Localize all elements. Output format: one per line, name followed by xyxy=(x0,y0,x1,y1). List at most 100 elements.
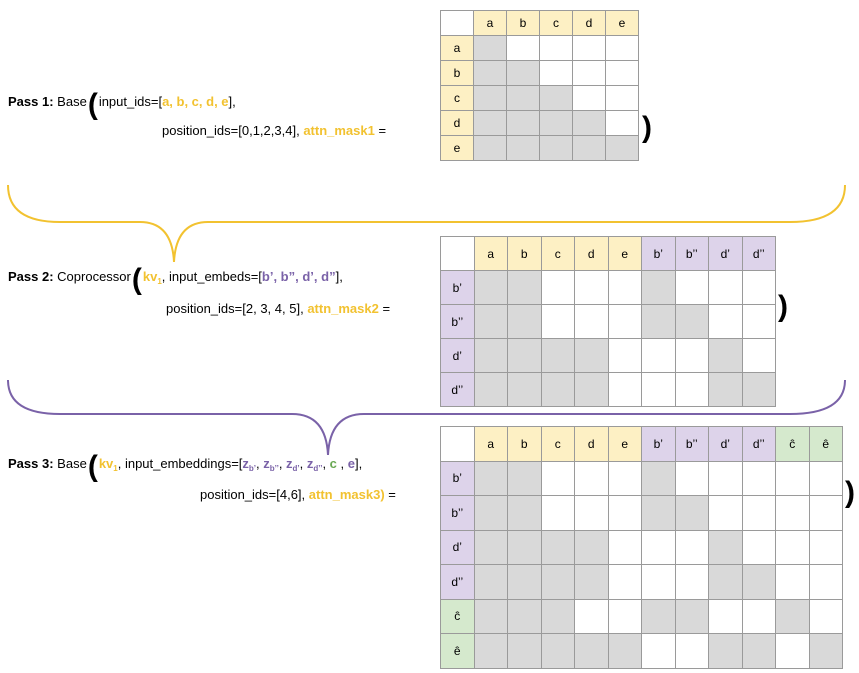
masked-cell xyxy=(506,110,540,136)
masked-cell xyxy=(507,372,542,407)
masked-cell xyxy=(674,304,709,339)
open-cell xyxy=(775,495,810,531)
row-header: a xyxy=(440,35,474,61)
open-cell xyxy=(506,35,540,61)
masked-cell xyxy=(741,633,776,669)
masked-cell xyxy=(473,633,508,669)
open-cell xyxy=(741,460,776,496)
open-cell xyxy=(607,372,642,407)
masked-cell xyxy=(507,304,542,339)
pass3-eq: = xyxy=(388,487,396,502)
masked-cell xyxy=(708,633,743,669)
row-header: d’ xyxy=(440,529,475,565)
open-cell xyxy=(775,633,810,669)
open-cell xyxy=(775,460,810,496)
pass2-label: Pass 2: xyxy=(8,269,54,284)
column-header: c xyxy=(540,426,575,462)
pass1-line2: position_ids=[0,1,2,3,4], attn_mask1 = xyxy=(162,122,386,140)
open-cell xyxy=(775,564,810,600)
masked-cell xyxy=(473,564,508,600)
masked-cell xyxy=(539,85,573,111)
pass3-arg2: position_ids=[4,6], xyxy=(200,487,306,502)
pass2-arg1-prefix: , input_embeds=[ xyxy=(161,269,262,284)
pass1-mask-name: attn_mask1 xyxy=(303,123,375,138)
corner-cell xyxy=(440,10,474,36)
pass2-kv: kv1 xyxy=(142,269,162,286)
masked-cell xyxy=(473,35,507,61)
yellow-brace xyxy=(7,184,846,263)
open-cell xyxy=(741,598,776,634)
column-header: d xyxy=(574,236,609,271)
pass3-arg1-suffix: ], xyxy=(354,456,363,471)
open-cell xyxy=(674,338,709,373)
pass1-label: Pass 1: xyxy=(8,94,54,109)
masked-cell xyxy=(741,564,776,600)
open-cell xyxy=(574,598,609,634)
pass3-z-token-3: zd’’ xyxy=(306,456,323,473)
open-cell xyxy=(607,529,642,565)
row-header: e xyxy=(440,135,474,161)
pass2-eq: = xyxy=(382,301,391,316)
masked-cell xyxy=(473,60,507,86)
masked-cell xyxy=(574,564,609,600)
open-cell xyxy=(641,529,676,565)
pass1-arg1-prefix: input_ids=[ xyxy=(98,94,163,109)
pass1-arg1-suffix: ], xyxy=(228,94,236,109)
open-cell xyxy=(605,85,639,111)
open-cell xyxy=(808,564,843,600)
open-cell xyxy=(607,338,642,373)
masked-cell xyxy=(574,633,609,669)
masked-cell xyxy=(641,598,676,634)
row-header: b’’ xyxy=(440,304,475,339)
masked-cell xyxy=(540,633,575,669)
pass1-func: Base xyxy=(57,94,87,109)
masked-cell xyxy=(540,338,575,373)
masked-cell xyxy=(507,564,542,600)
masked-cell xyxy=(607,633,642,669)
column-header: e xyxy=(607,236,642,271)
open-cell xyxy=(741,495,776,531)
open-cell xyxy=(708,598,743,634)
open-cell xyxy=(572,35,606,61)
column-header: d’’ xyxy=(741,236,776,271)
masked-cell xyxy=(507,598,542,634)
masked-cell xyxy=(507,460,542,496)
pass3-z-token-0: zb’ xyxy=(242,456,257,473)
column-header: d’ xyxy=(708,236,743,271)
masked-cell xyxy=(473,338,508,373)
column-header: ĉ xyxy=(775,426,810,462)
open-cell xyxy=(540,460,575,496)
row-header: b xyxy=(440,60,474,86)
open-cell xyxy=(607,564,642,600)
masked-cell xyxy=(473,110,507,136)
open-cell xyxy=(605,60,639,86)
open-cell xyxy=(741,270,776,305)
open-cell xyxy=(539,60,573,86)
open-cell xyxy=(741,529,776,565)
pass3-z-token-2: zd’ xyxy=(286,456,300,473)
column-header: e xyxy=(607,426,642,462)
open-cell xyxy=(574,270,609,305)
masked-cell xyxy=(539,135,573,161)
open-cell xyxy=(574,304,609,339)
pass2-arg1-tokens: b’, b”, d’, d” xyxy=(261,269,336,284)
pass3-z-token-1: zb’’ xyxy=(263,456,279,473)
open-cell xyxy=(674,633,709,669)
row-header: c xyxy=(440,85,474,111)
masked-cell xyxy=(741,372,776,407)
open-cell xyxy=(572,85,606,111)
row-header: d’ xyxy=(440,338,475,373)
pass3-line1: Pass 3: Base(kv1, input_embeddings=[zb’,… xyxy=(8,450,363,483)
masked-cell xyxy=(574,529,609,565)
open-cell xyxy=(741,338,776,373)
open-cell xyxy=(775,529,810,565)
masked-cell xyxy=(507,270,542,305)
column-header: b’ xyxy=(641,426,676,462)
pass3-kv: kv1 xyxy=(98,456,118,473)
open-cell xyxy=(641,372,676,407)
masked-cell xyxy=(539,110,573,136)
column-header: d’’ xyxy=(741,426,776,462)
